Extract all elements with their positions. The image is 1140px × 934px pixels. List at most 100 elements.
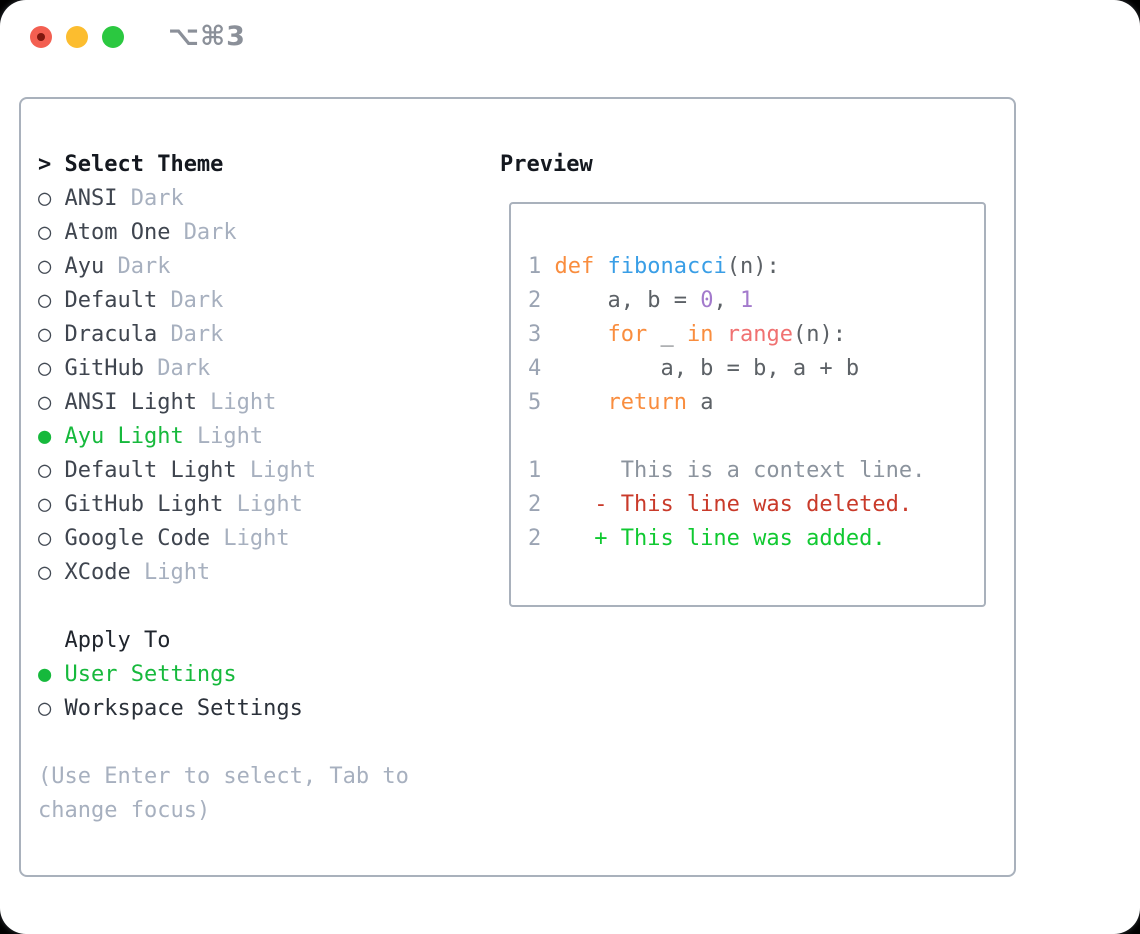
code-token: 0 (700, 288, 714, 313)
line-number: 2 (528, 288, 542, 313)
zoom-button[interactable] (102, 26, 124, 48)
line-number: 1 (528, 254, 542, 279)
theme-list-header: Select Theme (64, 152, 224, 177)
theme-variant: Light (223, 526, 290, 551)
theme-item-atom-one[interactable]: ○ Atom One Dark (38, 216, 448, 250)
minimize-button[interactable] (66, 26, 88, 48)
theme-name: Google Code (64, 526, 211, 551)
code-line: 5 return a (528, 386, 984, 420)
radio-selected-icon: ● (38, 424, 52, 449)
radio-unselected-icon: ○ (38, 254, 52, 279)
code-token (713, 322, 726, 347)
help-text: (Use Enter to select, Tab to change focu… (38, 764, 409, 823)
code-token: , (713, 288, 740, 313)
code-token: def (554, 254, 595, 279)
code-token: (n): (726, 254, 780, 279)
theme-item-ayu[interactable]: ○ Ayu Dark (38, 250, 448, 284)
code-line: 1 def fibonacci(n): (528, 250, 984, 284)
code-token (554, 390, 607, 415)
code-token: in (686, 322, 714, 347)
code-token: fibonacci (607, 254, 727, 279)
select-theme-header-row: >Select Theme (38, 148, 448, 182)
code-token: a, b = b, a + b (554, 356, 860, 381)
diff-text: This line was added. (620, 526, 886, 551)
theme-name: Atom One (64, 220, 171, 245)
theme-item-google-code[interactable]: ○ Google Code Light (38, 522, 448, 556)
radio-selected-icon: ● (38, 662, 52, 687)
theme-name: ANSI Light (64, 390, 197, 415)
line-number: 2 (528, 526, 542, 551)
radio-unselected-icon: ○ (38, 288, 52, 313)
code-token: a, b = (554, 288, 701, 313)
theme-variant: Dark (157, 356, 211, 381)
apply-to-label: User Settings (64, 662, 237, 687)
apply-to-header: Apply To (64, 628, 171, 653)
theme-name: Dracula (64, 322, 158, 347)
theme-name: Ayu (64, 254, 105, 279)
apply-to-list: ● User Settings ○ Workspace Settings (38, 658, 448, 726)
code-token (594, 254, 607, 279)
code-token: return (607, 390, 687, 415)
radio-unselected-icon: ○ (38, 186, 52, 211)
theme-variant: Dark (170, 288, 224, 313)
radio-unselected-icon: ○ (38, 526, 52, 551)
code-line: 4 a, b = b, a + b (528, 352, 984, 386)
theme-variant: Dark (117, 254, 171, 279)
code-token (554, 322, 607, 347)
theme-variant: Dark (183, 220, 237, 245)
apply-to-header-row: Apply To (38, 624, 448, 658)
radio-unselected-icon: ○ (38, 560, 52, 585)
line-number: 3 (528, 322, 542, 347)
apply-to-item-user-settings[interactable]: ● User Settings (38, 658, 448, 692)
apply-to-label: Workspace Settings (64, 696, 303, 721)
preview-header: Preview (500, 152, 593, 177)
spacer (528, 420, 984, 454)
theme-name: GitHub (64, 356, 144, 381)
theme-item-github-light[interactable]: ○ GitHub Light Light (38, 488, 448, 522)
theme-variant: Dark (170, 322, 224, 347)
diff-text: This is a context line. (620, 458, 926, 483)
line-number: 1 (528, 458, 542, 483)
close-button[interactable] (30, 26, 52, 48)
line-number: 2 (528, 492, 542, 517)
radio-unselected-icon: ○ (38, 492, 52, 517)
diff-line-context: 1 This is a context line. (528, 454, 984, 488)
theme-name: Default (64, 288, 158, 313)
theme-name: GitHub Light (64, 492, 224, 517)
line-number: 4 (528, 356, 542, 381)
code-line: 2 a, b = 0, 1 (528, 284, 984, 318)
code-line: 3 for _ in range(n): (528, 318, 984, 352)
code-token: for (607, 322, 648, 347)
apply-to-item-workspace-settings[interactable]: ○ Workspace Settings (38, 692, 448, 726)
diff-line-deleted: 2-This line was deleted. (528, 488, 984, 522)
radio-unselected-icon: ○ (38, 696, 52, 721)
theme-variant: Light (249, 458, 317, 483)
theme-item-default[interactable]: ○ Default Dark (38, 284, 448, 318)
code-token: range (726, 322, 793, 347)
theme-variant: Light (210, 390, 277, 415)
diff-marker-icon: - (594, 492, 608, 517)
theme-name: Ayu Light (64, 424, 184, 449)
code-token: 1 (739, 288, 754, 313)
code-token: _ (647, 322, 687, 347)
theme-name: Default Light (64, 458, 237, 483)
diff-preview: 1 This is a context line. 2 -This line was… (528, 454, 984, 556)
radio-unselected-icon: ○ (38, 322, 52, 347)
radio-unselected-icon: ○ (38, 220, 52, 245)
theme-variant: Light (236, 492, 303, 517)
title-bar: ⌥⌘3 (0, 0, 1140, 75)
diff-marker-icon: + (594, 526, 608, 551)
theme-item-dracula[interactable]: ○ Dracula Dark (38, 318, 448, 352)
line-number: 5 (528, 390, 542, 415)
